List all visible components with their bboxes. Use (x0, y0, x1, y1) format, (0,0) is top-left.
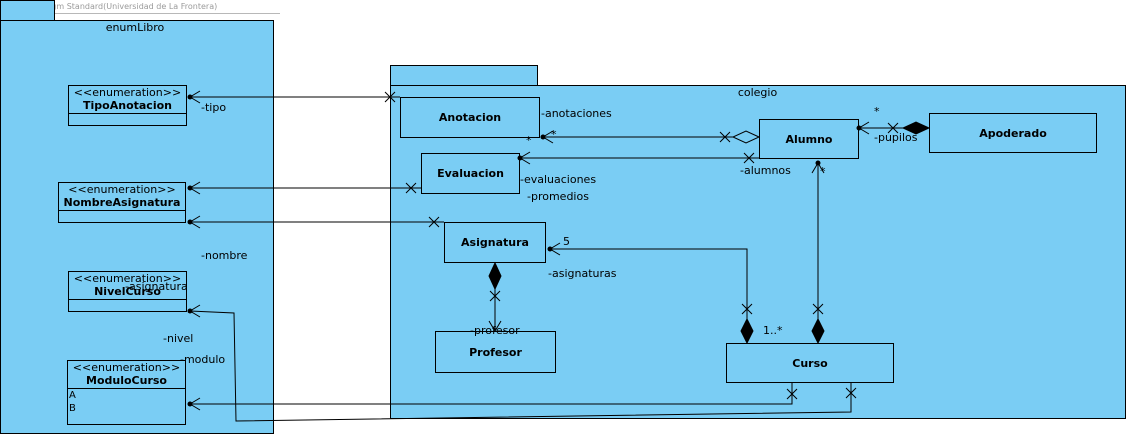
assoc-curso-asignatura (550, 248, 748, 343)
enum-nivelcurso[interactable]: <<enumeration>> NivelCurso (68, 271, 187, 312)
enum-stereotype: <<enumeration>> (73, 272, 182, 285)
role-tipo: -tipo (201, 101, 227, 114)
enum-name: NombreAsignatura (59, 196, 185, 211)
class-name: Profesor (469, 345, 522, 359)
multiplicity-pupilos: * (874, 105, 880, 118)
role-pupilos: -pupilos (874, 131, 918, 144)
class-name: Anotacion (438, 111, 502, 124)
class-name: Asignatura (461, 236, 529, 249)
class-name: Evaluacion (437, 167, 504, 180)
role-nivel: -nivel (163, 332, 194, 345)
enum-nombreasignatura[interactable]: <<enumeration>> NombreAsignatura (58, 182, 186, 223)
multiplicity-alumnos: * (820, 165, 826, 178)
x-mark (428, 216, 440, 228)
arrowhead (488, 320, 502, 332)
x-mark (405, 182, 417, 194)
role-asignaturas: -asignaturas (548, 267, 617, 280)
enum-name: NivelCurso (69, 285, 186, 300)
watermark: Visual Paradigm Standard(Universidad de … (0, 0, 280, 14)
class-apoderado[interactable]: Apoderado (929, 113, 1097, 153)
multiplicity-curso: 1..* (763, 324, 783, 337)
enum-name: ModuloCurso (68, 374, 185, 389)
class-asignatura[interactable]: Asignatura (444, 222, 546, 263)
enum-modulocurso[interactable]: <<enumeration>> ModuloCurso A B (67, 360, 186, 425)
composition-diamond (901, 121, 931, 135)
role-alumnos: -alumnos (740, 164, 791, 177)
x-mark (489, 290, 501, 302)
x-mark (786, 388, 798, 400)
enum-tipoanotacion[interactable]: <<enumeration>> TipoAnotacion (68, 85, 187, 126)
enum-name: TipoAnotacion (69, 99, 186, 114)
composition-diamond (488, 261, 502, 291)
package-colegio-name: colegio (737, 86, 778, 99)
composition-diamond (740, 317, 754, 345)
class-profesor[interactable]: Profesor (435, 331, 556, 373)
multiplicity-asignaturas: 5 (563, 235, 570, 248)
package-enumlibro-name: enumLibro (105, 21, 165, 34)
x-mark (887, 122, 899, 134)
x-mark (743, 152, 755, 164)
class-name: Apoderado (979, 126, 1047, 140)
role-profesor: -profesor (470, 324, 520, 337)
enum-literal: B (69, 403, 76, 414)
role-asignatura: -asignatura (125, 280, 188, 293)
class-curso[interactable]: Curso (726, 343, 894, 383)
role-modulo: -modulo (180, 353, 226, 366)
composition-diamond (811, 317, 825, 345)
class-name: Curso (792, 356, 828, 370)
enum-stereotype: <<enumeration>> (68, 183, 176, 196)
multiplicity-anotaciones-alt: * (551, 128, 557, 141)
multiplicity-anotaciones: * (526, 134, 532, 147)
x-mark (741, 303, 753, 315)
role-evaluaciones: -evaluaciones (520, 173, 597, 186)
class-anotacion[interactable]: Anotacion (400, 97, 540, 138)
role-promedios: -promedios (527, 190, 589, 203)
role-anotaciones: -anotaciones (541, 107, 612, 120)
class-evaluacion[interactable]: Evaluacion (421, 153, 520, 194)
assoc-curso-nivel (189, 310, 852, 422)
x-mark (384, 91, 396, 103)
enum-literal: A (69, 390, 76, 401)
aggregation-diamond (731, 130, 761, 144)
assoc-curso-modulo (190, 383, 793, 405)
enum-stereotype: <<enumeration>> (72, 361, 181, 374)
class-alumno[interactable]: Alumno (759, 119, 859, 159)
x-mark (845, 387, 857, 399)
x-mark (812, 303, 824, 315)
enum-stereotype: <<enumeration>> (73, 86, 182, 99)
x-mark (719, 131, 731, 143)
class-name: Alumno (785, 132, 833, 146)
role-nombre: -nombre (201, 249, 248, 262)
